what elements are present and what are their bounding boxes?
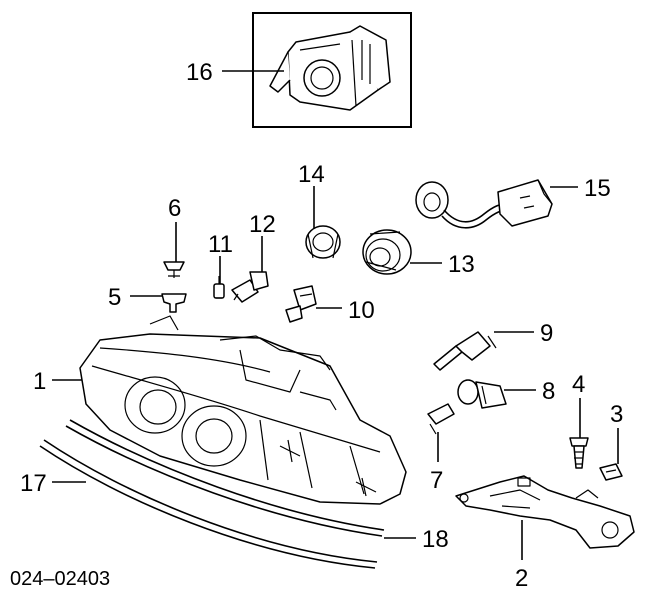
callout-3: 3 [610, 401, 623, 428]
callout-numbers: 16 14 15 13 6 11 12 5 10 9 1 8 4 3 7 17 … [20, 59, 623, 592]
part-8-socket [457, 379, 507, 409]
callout-7: 7 [430, 467, 443, 494]
part-5-clip [161, 293, 187, 313]
part-2-bracket [455, 475, 635, 549]
part-9-bulb [433, 331, 497, 371]
part-18-trim [65, 419, 385, 537]
callout-4: 4 [572, 371, 585, 398]
part-13-boot [362, 229, 412, 275]
callout-5: 5 [108, 284, 121, 311]
part-16-inset [252, 12, 412, 128]
callout-17: 17 [20, 470, 47, 497]
callout-9: 9 [540, 320, 553, 347]
leader-lines [52, 70, 619, 560]
part-7-bulb [427, 403, 455, 435]
part-1-headlight [79, 315, 407, 505]
callout-15: 15 [584, 175, 611, 202]
callout-14: 14 [298, 161, 325, 188]
part-14-cap [305, 225, 341, 259]
callout-12: 12 [249, 211, 276, 238]
part-4-bolt [569, 437, 589, 469]
diagram-code: 024–02403 [10, 568, 110, 590]
callout-6: 6 [168, 195, 181, 222]
callout-10: 10 [348, 297, 375, 324]
callout-18: 18 [422, 526, 449, 553]
callout-16: 16 [186, 59, 213, 86]
part-6-clip [163, 261, 185, 278]
part-10-socket [285, 285, 317, 323]
callout-2: 2 [515, 565, 528, 592]
part-3-nut [599, 463, 623, 481]
callout-13: 13 [448, 251, 475, 278]
callout-1: 1 [33, 368, 46, 395]
callout-11: 11 [208, 231, 233, 258]
part-16-bracket [269, 25, 391, 111]
part-17-trim [39, 439, 378, 569]
callout-8: 8 [542, 378, 555, 405]
part-15-harness [415, 179, 553, 229]
part-12-socket [231, 271, 269, 303]
part-11-bulb [213, 276, 225, 299]
